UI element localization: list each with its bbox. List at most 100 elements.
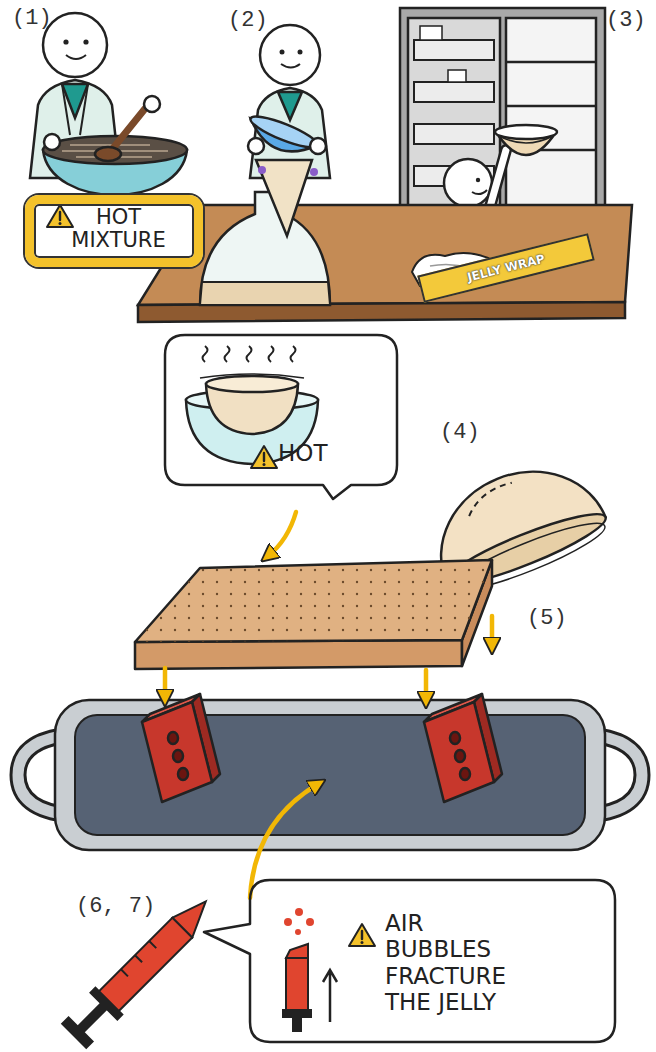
callout-number: (5) (527, 606, 567, 631)
brick (460, 768, 470, 780)
scientist-figure (444, 159, 492, 207)
syringe-icon (283, 1010, 311, 1017)
bubble-outline (165, 335, 397, 499)
mixing-bowl (144, 96, 160, 112)
steam-icon (203, 346, 296, 362)
sign-text: HOT MIXTURE (56, 206, 181, 252)
scientist-figure (250, 25, 330, 178)
syringe-icon (295, 908, 303, 916)
brick (142, 694, 220, 802)
steam-icon (269, 346, 274, 362)
steam-icon (203, 346, 208, 362)
scientist-figure (281, 64, 300, 68)
mixing-bowl (43, 136, 187, 164)
pegboard (135, 560, 492, 669)
scientist-figure (495, 125, 557, 139)
warning-sign (25, 195, 203, 267)
fridge (506, 18, 596, 210)
brick (178, 768, 188, 780)
flask (256, 160, 312, 236)
fridge (408, 18, 500, 210)
pegboard (135, 560, 492, 642)
brick (424, 702, 494, 802)
fridge (420, 26, 442, 40)
scientist-figure (476, 178, 480, 182)
steam-icon (225, 346, 230, 362)
mixing-bowl (44, 134, 60, 150)
warning-icon (349, 924, 375, 946)
flask (258, 166, 266, 174)
scientist-figure (43, 13, 107, 77)
flow-arrow (268, 512, 296, 556)
flow-arrow (490, 616, 495, 646)
scientist-figure (278, 92, 302, 120)
syringe-icon (306, 918, 314, 926)
callout-number: (3) (606, 8, 646, 33)
jelly-dome (463, 482, 517, 516)
syringe-icon (323, 970, 337, 1022)
scientist-figure (499, 136, 553, 143)
callout-number: (6, 7) (76, 894, 155, 919)
mixing-bowl (43, 96, 187, 195)
scientist-figure (66, 55, 86, 59)
fridge (506, 61, 596, 64)
water-bath-icon (206, 376, 298, 392)
flask (200, 192, 330, 305)
syringe-icon (293, 1017, 301, 1031)
water-bath-icon (200, 374, 304, 378)
brick (142, 702, 212, 802)
syringe (62, 1017, 92, 1047)
tray (55, 700, 605, 850)
warning-icon (251, 446, 277, 468)
scientist-figure (260, 25, 320, 85)
flask (244, 111, 320, 162)
syringe-icon (286, 958, 308, 1010)
warning-sign (25, 195, 203, 267)
brick (173, 750, 183, 762)
flow-arrow (165, 512, 492, 898)
fridge (448, 70, 466, 82)
flask (248, 138, 264, 154)
scientist-figure (62, 84, 88, 135)
fridge (414, 40, 494, 60)
scientist-figure (83, 39, 88, 44)
syringe (90, 988, 122, 1020)
syringe (121, 941, 156, 976)
fridge (414, 124, 494, 144)
syringe-icon (284, 918, 292, 926)
brick (424, 694, 502, 802)
syringe-icon (295, 929, 301, 935)
flask (200, 282, 330, 305)
steam-icon (247, 346, 252, 362)
flow-arrow (163, 668, 168, 698)
syringe (61, 889, 221, 1049)
flask (200, 111, 330, 305)
scientist-figure (472, 190, 487, 194)
bubble-outline (204, 880, 615, 1042)
callout-number: (4) (440, 420, 480, 445)
flask (310, 168, 318, 176)
scientist-figure (63, 39, 68, 44)
fridge (414, 82, 494, 102)
warning-sign: HOT MIXTURE (25, 195, 203, 267)
flow-arrow (424, 670, 429, 700)
mixing-bowl (95, 147, 121, 161)
warning-sign (47, 205, 73, 227)
fridge (400, 8, 605, 218)
syringe-icon (286, 944, 308, 958)
steam-icon (291, 346, 296, 362)
callout-number: (1) (12, 6, 52, 31)
brick (168, 732, 178, 744)
bubble-text: AIR BUBBLES FRACTURE THE JELLY (385, 910, 525, 1016)
scientist-figure (298, 50, 303, 55)
fridge (400, 8, 605, 218)
pegboard (135, 640, 462, 669)
syringe (98, 918, 192, 1012)
bubble-text: HOT (278, 441, 378, 466)
fridge (506, 105, 596, 108)
speech-bubble: HOT (165, 335, 397, 485)
brick (450, 732, 460, 744)
pegboard (135, 560, 492, 642)
flask (310, 138, 326, 154)
